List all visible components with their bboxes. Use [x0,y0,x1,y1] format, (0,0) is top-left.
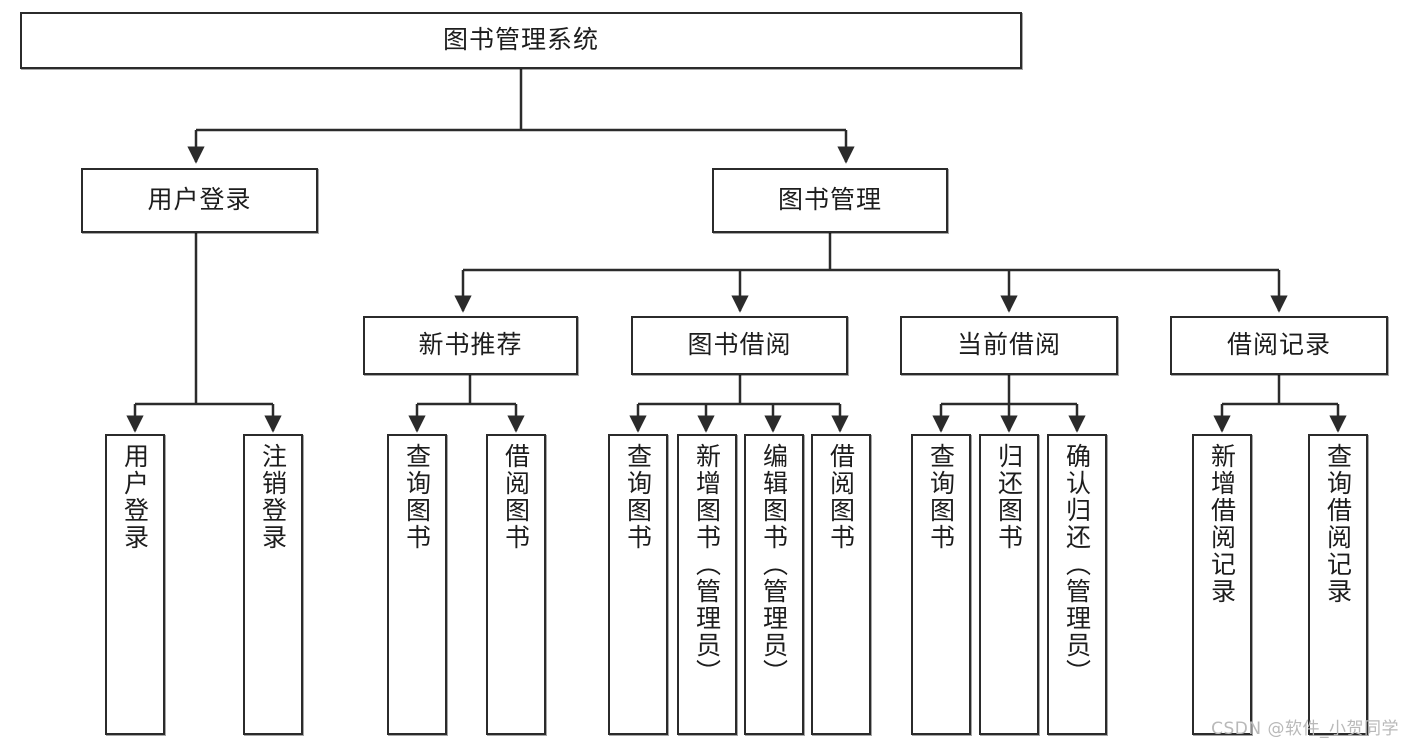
leaf-borrow-book-2[interactable]: 借阅图书 [811,434,871,735]
node-root-system[interactable]: 图书管理系统 [20,12,1022,69]
node-label: 归还图书 [994,443,1024,551]
node-book-borrow[interactable]: 图书借阅 [631,316,848,375]
node-label: 图书借阅 [687,330,792,360]
node-label: 图书管理 [777,185,882,215]
node-label: 借阅图书 [826,443,856,551]
node-label: 查询借阅记录 [1323,443,1353,605]
node-label: 用户登录 [147,185,252,215]
node-label: 注销登录 [258,443,288,551]
node-label: 当前借阅 [956,330,1061,360]
leaf-user-login[interactable]: 用户登录 [105,434,165,735]
leaf-return-book[interactable]: 归还图书 [979,434,1039,735]
node-label: 查询图书 [623,443,653,551]
node-current-borrow[interactable]: 当前借阅 [900,316,1118,375]
node-label: 查询图书 [926,443,956,551]
node-label: 借阅图书 [501,443,531,551]
leaf-logout[interactable]: 注销登录 [243,434,303,735]
node-label: 新书推荐 [418,330,523,360]
node-label: 确认归还（管理员） [1062,443,1092,686]
node-borrow-record[interactable]: 借阅记录 [1170,316,1388,375]
node-label: 图书管理系统 [442,25,599,55]
node-label: 用户登录 [120,443,150,551]
leaf-add-record[interactable]: 新增借阅记录 [1192,434,1252,735]
leaf-add-book[interactable]: 新增图书（管理员） [677,434,737,735]
node-label: 新增借阅记录 [1207,443,1237,605]
leaf-query-book-2[interactable]: 查询图书 [608,434,668,735]
node-label: 编辑图书（管理员） [759,443,789,686]
leaf-borrow-book-1[interactable]: 借阅图书 [486,434,546,735]
leaf-query-record[interactable]: 查询借阅记录 [1308,434,1368,735]
leaf-confirm-return[interactable]: 确认归还（管理员） [1047,434,1107,735]
leaf-query-book-3[interactable]: 查询图书 [911,434,971,735]
leaf-edit-book[interactable]: 编辑图书（管理员） [744,434,804,735]
node-user-login[interactable]: 用户登录 [81,168,318,233]
node-label: 新增图书（管理员） [692,443,722,686]
node-new-book-rec[interactable]: 新书推荐 [363,316,578,375]
node-book-manage[interactable]: 图书管理 [712,168,948,233]
csdn-watermark: CSDN @软件_小贺同学 [1211,719,1399,739]
node-label: 查询图书 [402,443,432,551]
leaf-query-book-1[interactable]: 查询图书 [387,434,447,735]
node-label: 借阅记录 [1226,330,1331,360]
